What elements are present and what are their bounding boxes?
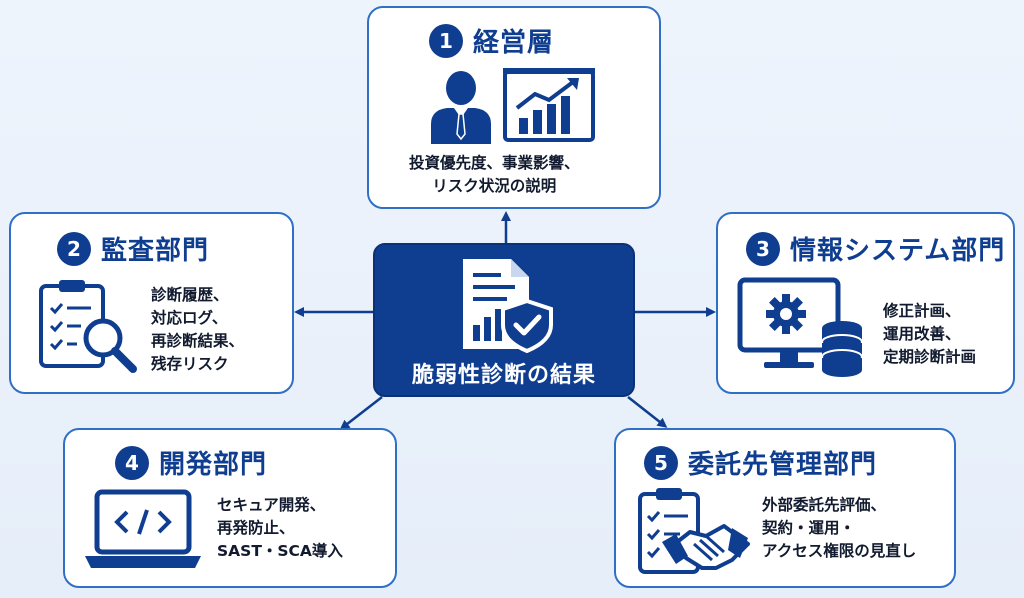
center-node-assessment-result: 脆弱性診断の結果 bbox=[373, 243, 635, 397]
card-it-systems: 3 情報システム部門 bbox=[716, 212, 1015, 394]
arrow-to-dev bbox=[339, 396, 383, 430]
center-title: 脆弱性診断の結果 bbox=[411, 363, 596, 388]
badge-3: 3 bbox=[746, 231, 780, 266]
badge-1: 1 bbox=[429, 23, 463, 58]
executive-person-icon bbox=[431, 71, 491, 144]
card-title-executives: 経営層 bbox=[473, 28, 555, 58]
card-development: 4 開発部門 セキュア開発、 再発防止、 SAST・SCA導入 bbox=[63, 428, 397, 588]
card-desc-development: セキュア開発、 再発防止、 SAST・SCA導入 bbox=[217, 496, 343, 560]
card-desc-audit: 診断履歴、 対応ログ、 再診断結果、 残存リスク bbox=[151, 286, 245, 373]
card-executives: 1 経営層 投資優先度、事業影響、 リスク状況の説明 bbox=[367, 6, 661, 209]
card-title-vendor-management: 委託先管理部門 bbox=[688, 450, 878, 480]
card-vendor-management: 5 委託先管理部門 外部委託先評価、 契約・運用・ アクセス権限の見直し bbox=[614, 428, 956, 588]
laptop-code-icon bbox=[85, 489, 201, 568]
arrow-to-vendor bbox=[627, 396, 668, 428]
card-audit: 2 監査部門 診断履歴、 対応ログ、 再診断結果、 残存リスク bbox=[9, 212, 294, 394]
report-shield-icon bbox=[463, 259, 553, 353]
badge-4: 4 bbox=[115, 445, 149, 480]
clipboard-search-icon bbox=[39, 280, 137, 373]
badge-2: 2 bbox=[57, 231, 91, 266]
card-desc-vendor-management: 外部委託先評価、 契約・運用・ アクセス権限の見直し bbox=[762, 496, 917, 560]
card-desc-it-systems: 修正計画、 運用改善、 定期診断計画 bbox=[883, 302, 977, 366]
badge-5: 5 bbox=[644, 445, 678, 480]
growth-chart-icon bbox=[503, 68, 595, 142]
clipboard-handshake-icon bbox=[638, 488, 750, 574]
card-desc-executives: 投資優先度、事業影響、 リスク状況の説明 bbox=[409, 154, 580, 195]
card-title-it-systems: 情報システム部門 bbox=[790, 236, 1006, 266]
card-title-development: 開発部門 bbox=[159, 450, 268, 480]
monitor-gear-database-icon bbox=[737, 277, 863, 377]
card-title-audit: 監査部門 bbox=[101, 236, 210, 266]
